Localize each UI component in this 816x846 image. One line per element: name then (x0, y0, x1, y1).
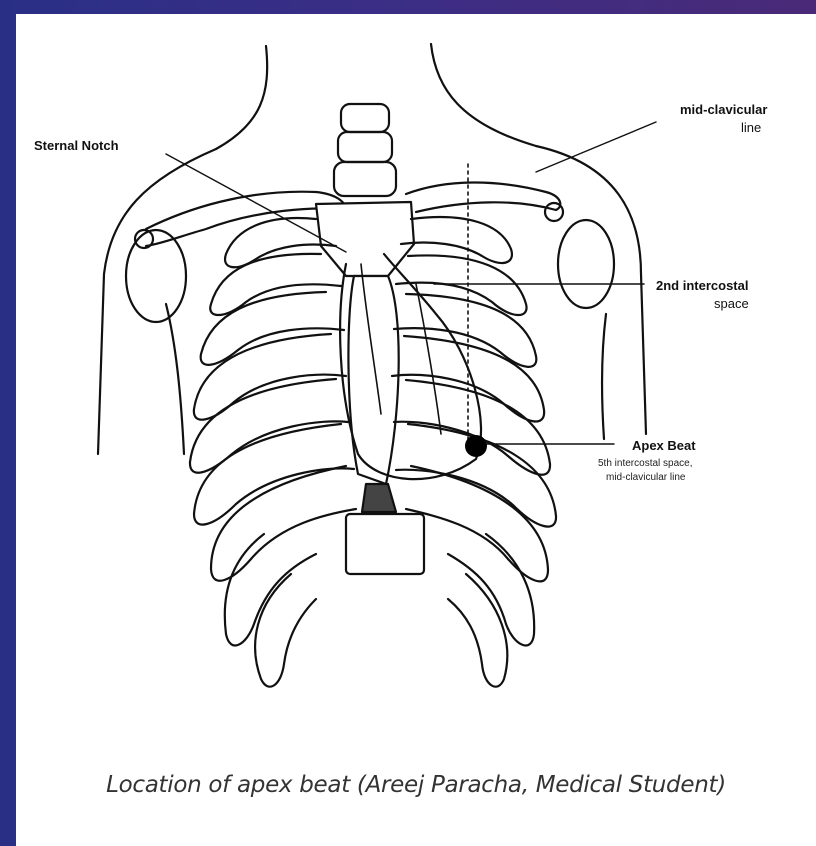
label-apex-sub-2: mid-clavicular line (606, 472, 685, 484)
label-apex-beat: Apex Beat (632, 438, 696, 454)
vertebra-3 (334, 162, 396, 196)
xiphoid (362, 484, 396, 512)
left-shoulder-outline (98, 149, 216, 454)
left-arm-inner (166, 304, 184, 454)
label-mid-clavicular-1: mid-clavicular (680, 102, 767, 118)
xiphoid-vertebra (346, 514, 424, 574)
vertebra-1 (341, 104, 389, 132)
neck-outline-right (431, 44, 536, 146)
figure-caption: Location of apex beat (Areej Paracha, Me… (16, 772, 816, 798)
right-arm-inner (602, 314, 606, 439)
label-apex-sub-1: 5th intercostal space, (598, 458, 693, 470)
thorax-illustration (16, 14, 816, 754)
manubrium (316, 202, 414, 276)
left-ribs (190, 218, 356, 687)
neck-outline-left (216, 46, 267, 149)
sternum-body (348, 276, 398, 484)
label-mid-clavicular-2: line (741, 120, 761, 136)
right-humeral-head (558, 220, 614, 308)
apex-beat-marker (465, 435, 487, 457)
right-shoulder-outline (536, 146, 646, 434)
label-sternal-notch: Sternal Notch (34, 138, 119, 154)
right-clavicle (406, 182, 560, 212)
vertebra-2 (338, 132, 392, 162)
label-2nd-intercostal-1: 2nd intercostal (656, 278, 748, 294)
label-2nd-intercostal-2: space (714, 296, 749, 312)
slide-panel: Sternal Notch mid-clavicular line 2nd in… (16, 14, 816, 846)
mid-clavicular-leader (536, 122, 656, 172)
